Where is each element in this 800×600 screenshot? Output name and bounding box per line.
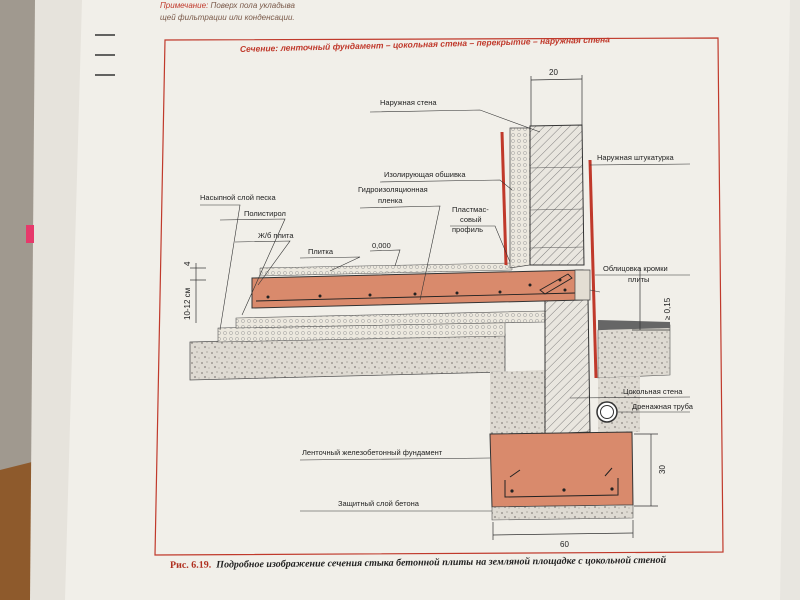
label-sand-fill: Насыпной слой песка <box>200 193 276 202</box>
note-line2: щей фильтрации или конденсации. <box>160 13 295 22</box>
leader-lines <box>200 109 691 512</box>
label-insulating-sheathing: Изолирующая обшивка <box>384 170 466 179</box>
dim-min-015: ≥ 0,15 <box>663 297 672 320</box>
rebar-hook <box>539 273 573 295</box>
figure-caption: Рис. 6.19.Подробное изображение сечения … <box>170 555 667 571</box>
rebar-line <box>255 292 576 302</box>
label-polystyrene: Полистирол <box>244 209 286 218</box>
red-membrane-line <box>500 131 508 266</box>
outer-wall <box>529 124 585 266</box>
dim-foundation-height: 30 <box>658 465 667 474</box>
red-plaster-line <box>588 159 598 379</box>
dim-wall-width: 20 <box>549 68 558 77</box>
label-plastic-profile-1: Пластмас- <box>452 205 489 214</box>
dim-slab-thickness: 10-12 см <box>183 288 192 320</box>
label-level: 0,000 <box>372 241 391 250</box>
sticky-tab <box>26 225 34 243</box>
label-rc-slab: Ж/б плита <box>258 231 294 240</box>
insulating-sheathing <box>509 127 531 269</box>
ground-gravel-outer <box>597 324 671 379</box>
label-plastic-profile-2: совый <box>460 215 482 224</box>
label-plinth-wall: Цокольная стена <box>623 387 683 396</box>
label-strip-foundation: Ленточный железобетонный фундамент <box>302 448 443 457</box>
note-line1: Примечание: Поверх пола укладыва <box>160 1 296 10</box>
tile-layer <box>259 262 513 277</box>
label-outer-wall: Наружная стена <box>380 98 437 107</box>
left-page-artifact <box>95 34 115 76</box>
label-protective-concrete: Защитный слой бетона <box>338 499 420 508</box>
label-edge-facing-1: Облицовка кромки <box>603 264 668 273</box>
label-drain-pipe: Дренажная труба <box>632 402 694 411</box>
label-waterproofing-2: пленка <box>378 196 403 205</box>
plinth-wall <box>544 297 591 435</box>
foundation-rebar-hooks <box>509 467 613 478</box>
label-tile: Плитка <box>308 247 334 256</box>
diagram-frame <box>154 37 724 556</box>
dim-layer-4: 4 <box>183 261 192 266</box>
drain-pipe-inner <box>600 405 614 419</box>
dimension-lines <box>190 75 670 540</box>
label-waterproofing-1: Гидроизоляционная <box>358 185 428 194</box>
protective-concrete <box>491 504 634 521</box>
label-outer-plaster: Наружная штукатурка <box>597 153 675 162</box>
label-plastic-profile-3: профиль <box>452 225 483 234</box>
label-edge-facing-2: плиты <box>628 275 649 284</box>
book-cover <box>0 460 40 600</box>
dim-foundation-width: 60 <box>560 540 569 549</box>
foundation-rebar <box>504 478 619 498</box>
ground-surface <box>598 320 670 330</box>
edge-facing <box>574 269 591 301</box>
foundation-rebar-dots <box>510 487 614 493</box>
ground-gravel-inner <box>490 370 545 435</box>
masonry-joints <box>529 166 585 249</box>
